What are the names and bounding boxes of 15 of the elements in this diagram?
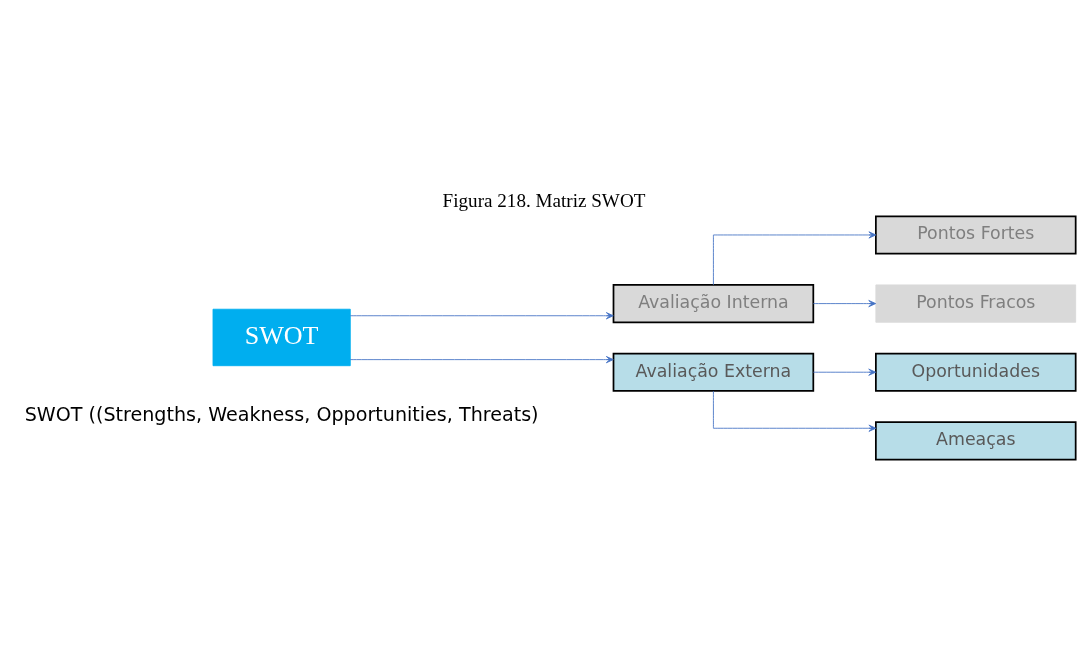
node-box: Pontos Fortes [875, 215, 1077, 255]
arrow [712, 231, 877, 286]
arrow [712, 390, 877, 432]
arrow [349, 312, 614, 320]
node-box: Ameaças [875, 421, 1077, 461]
node-box: Pontos Fracos [875, 284, 1077, 323]
arrow [812, 300, 877, 308]
node-box: SWOT [212, 308, 351, 367]
arrow [812, 368, 877, 376]
node-box: Oportunidades [875, 352, 1077, 392]
arrow [349, 356, 614, 364]
label: SWOT ((Strengths, Weakness, Opportunities, Threats) [24, 402, 539, 426]
node-box: Avaliação Externa [612, 352, 815, 392]
node-box: Avaliação Interna [612, 284, 815, 324]
diagram-title: Figura 218. Matriz SWOT [442, 190, 646, 212]
